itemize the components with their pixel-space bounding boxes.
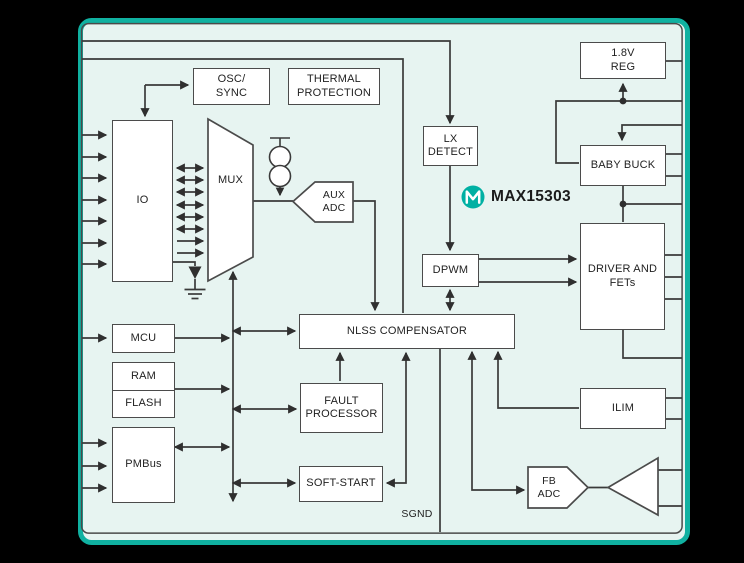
fb-adc-label-wrap: FB ADC [527,474,571,501]
block-label: THERMAL PROTECTION [296,73,372,99]
block-driver-fets: DRIVER AND FETs [580,223,665,330]
block-label: SOFT-START [306,477,376,490]
junction-dots [619,97,627,208]
mux-label-wrap: MUX [206,173,255,189]
block-soft-start: SOFT-START [299,466,383,502]
block-ilim: ILIM [580,388,666,429]
block-label: RAM [130,369,157,382]
block-label: BABY BUCK [590,158,656,171]
analog-shapes [207,117,659,517]
block-label: FLASH [125,397,162,410]
ground-net-label: SGND [401,508,433,521]
block-label: AUX ADC [322,188,346,214]
block-label: MCU [130,331,157,344]
part-number: MAX15303 [491,188,571,205]
block-label: FB ADC [537,474,561,500]
block-mcu: MCU [112,324,175,353]
block-label: DPWM [432,263,469,276]
block-flash: FLASH [113,391,174,418]
block-fault-processor: FAULT PROCESSOR [300,383,383,433]
block-1v8-reg: 1.8V REG [580,42,666,79]
block-ram-flash: RAM FLASH [112,362,175,418]
block-label: LX DETECT [427,132,474,158]
block-thermal-protection: THERMAL PROTECTION [288,68,380,105]
sgnd-label-wrap: SGND [398,507,436,522]
block-label: FAULT PROCESSOR [305,394,378,420]
block-io: IO [112,120,173,282]
block-pmbus: PMBus [112,427,175,503]
block-label: PMBus [125,458,162,471]
current-source-icon [268,137,292,197]
block-label: MUX [217,174,244,187]
block-baby-buck: BABY BUCK [580,145,666,186]
amplifier-triangle-icon [606,456,659,517]
wires-layer [82,40,682,532]
aux-adc-label-wrap: AUX ADC [312,188,356,215]
fb-adc-shape [527,466,590,509]
block-osc-sync: OSC/ SYNC [193,68,270,105]
maxim-logo-icon [461,185,485,209]
block-label: IO [136,194,149,207]
block-label: ILIM [611,401,635,414]
block-label: OSC/ SYNC [215,73,248,99]
block-label: 1.8V REG [610,47,636,73]
block-dpwm: DPWM [422,254,479,287]
block-ram: RAM [113,363,174,391]
mux-shape [207,117,254,283]
block-nlss-compensator: NLSS COMPENSATOR [299,314,515,349]
ground-icon [173,261,206,300]
block-lx-detect: LX DETECT [423,126,478,166]
aux-adc-shape [291,181,354,223]
block-label: DRIVER AND FETs [587,263,658,289]
block-label: NLSS COMPENSATOR [346,324,468,337]
